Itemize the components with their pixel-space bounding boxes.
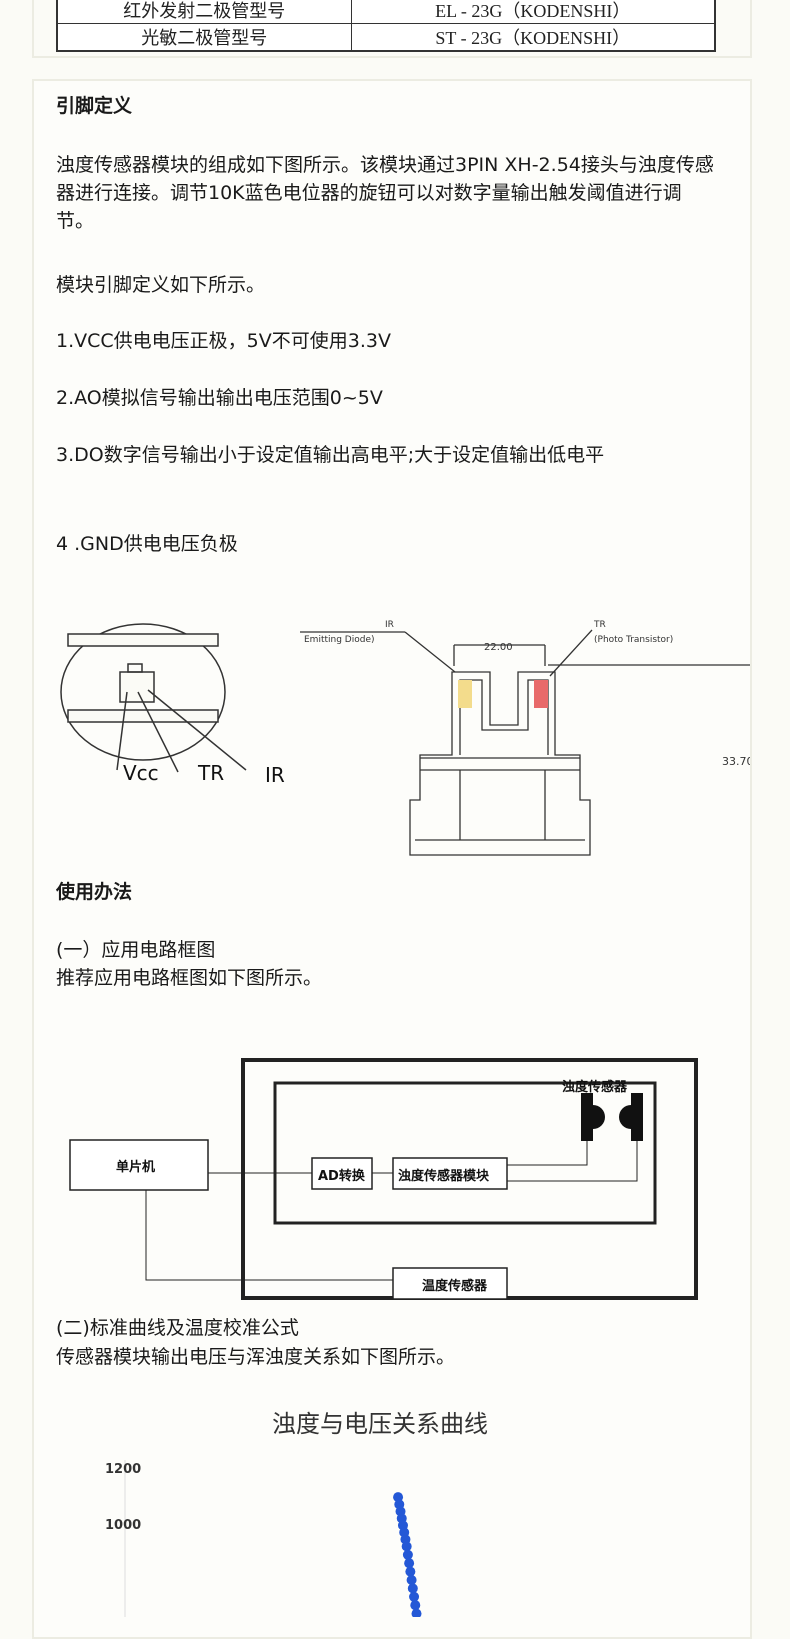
sensor-label: 浊度传感器 [562, 1079, 628, 1095]
subsection-title: (二)标准曲线及温度校准公式 [56, 1317, 299, 1339]
y-tick-label: 1000 [105, 1518, 141, 1533]
pin-item: 3.DO数字信号输出小于设定值输出高电平;大于设定值输出低电平 [56, 444, 605, 466]
chart-title: 浊度与电压关系曲线 [272, 1410, 488, 1438]
subsection-desc: 传感器模块输出电压与浑浊度关系如下图所示。 [56, 1346, 456, 1368]
width-dimension: 22.00 [484, 642, 513, 653]
data-point [404, 1558, 415, 1569]
data-point [410, 1600, 421, 1611]
tr-desc: (Photo Transistor) [594, 635, 673, 645]
table-cell: 红外发射二极管型号 [56, 0, 352, 24]
pin-item: 4 .GND供电电压负极 [56, 533, 238, 555]
data-point [405, 1566, 416, 1577]
data-point [407, 1583, 418, 1594]
pin-label-tr: TR [197, 761, 224, 785]
mcu-label: 单片机 [116, 1159, 155, 1175]
height-dimension: 33.70 [722, 755, 750, 768]
module-label: 浊度传感器模块 [398, 1168, 490, 1184]
tr-label: TR [593, 620, 606, 630]
subsection-desc: 推荐应用电路框图如下图所示。 [56, 967, 323, 989]
table-cell: EL - 23G（KODENSHI） [350, 0, 716, 24]
turbidity-chart: 浊度与电压关系曲线 1200 1000 [105, 1410, 488, 1617]
data-point [411, 1608, 422, 1617]
pin-item: 2.AO模拟信号输出输出电压范围0~5V [56, 387, 383, 409]
pin-label-vcc: Vcc [123, 761, 159, 785]
ir-label: IR [385, 620, 394, 630]
table-cell: ST - 23G（KODENSHI） [350, 23, 716, 52]
data-point [402, 1549, 413, 1560]
data-point [406, 1575, 417, 1585]
connector-diagram: Vcc TR IR [60, 623, 285, 787]
subsection-title: (一）应用电路框图 [56, 939, 216, 961]
table-cell: 光敏二极管型号 [56, 23, 352, 52]
pin-label-ir: IR [265, 763, 285, 787]
spec-card [32, 0, 752, 58]
block-diagram: 单片机 AD转换 浊度传感器模块 浊度传感器 温度传感器 [69, 1058, 698, 1300]
data-point [409, 1591, 420, 1602]
data-point [401, 1541, 412, 1552]
temp-sensor-label: 温度传感器 [422, 1278, 488, 1294]
ir-desc: Emitting Diode) [304, 635, 375, 645]
intro-text-2: 模块引脚定义如下所示。 [56, 274, 266, 296]
dimension-diagram: IR Emitting Diode) TR (Photo Transistor)… [300, 620, 750, 856]
intro-text: 浊度传感器模块的组成如下图所示。该模块通过3PIN XH-2.54接头与浊度传感… [56, 154, 714, 232]
pin-item: 1.VCC供电电压正极，5V不可使用3.3V [56, 330, 391, 352]
content-card [32, 79, 752, 1639]
ad-label: AD转换 [318, 1168, 366, 1184]
y-tick-label: 1200 [105, 1462, 141, 1477]
section-title: 引脚定义 [56, 95, 133, 117]
section-title: 使用办法 [56, 881, 133, 903]
